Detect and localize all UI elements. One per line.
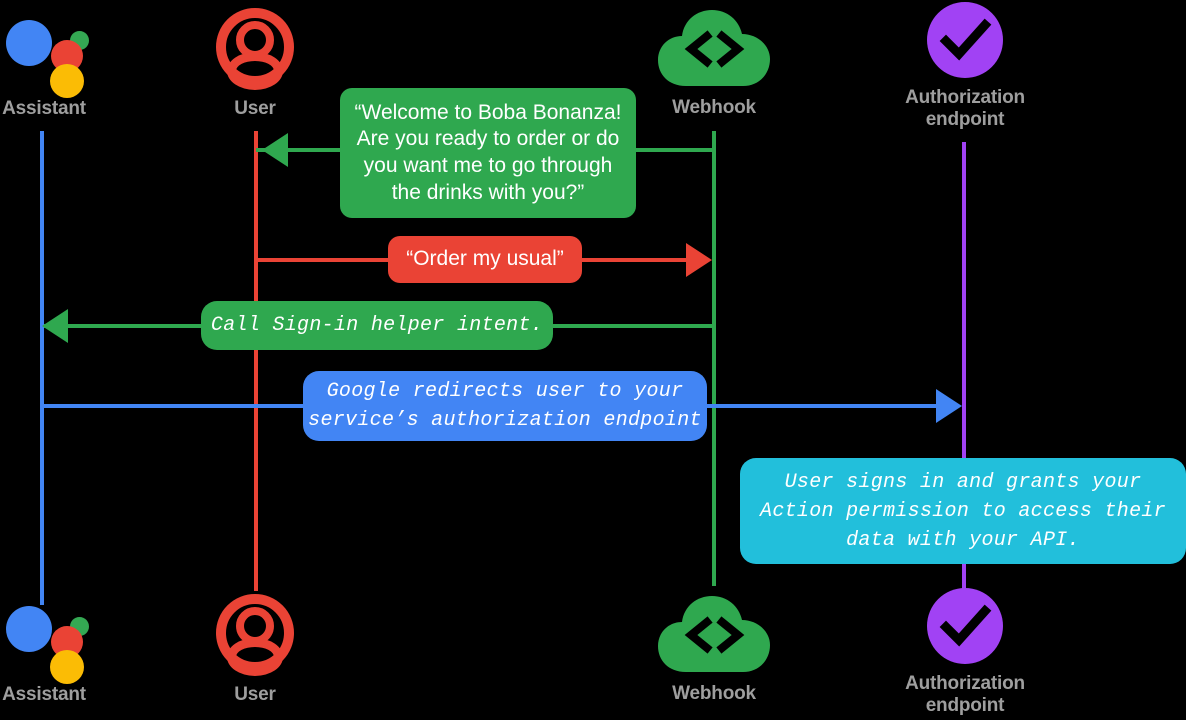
actor-label-user-bottom: User [234, 684, 276, 705]
message-welcome-line-1: “Welcome to Boba Bonanza! [354, 100, 622, 124]
actor-label-webhook-bottom: Webhook [672, 683, 756, 704]
user-body [227, 52, 283, 90]
message-grant-line-1: User signs in and grants your [784, 470, 1142, 494]
message-order-text: “Order my usual” [406, 247, 564, 271]
message-grant-line-3: data with your API. [846, 528, 1080, 552]
google-assistant-icon-bottom [6, 598, 94, 684]
lifeline-auth [962, 142, 966, 592]
actor-label-auth-bottom: Authorization endpoint [905, 673, 1025, 716]
assistant-yellow-dot-icon [50, 64, 84, 98]
message-signin-text: Call Sign-in helper intent. [210, 314, 544, 337]
assistant-blue-dot-icon [6, 20, 52, 66]
actor-label-auth-top: Authorization endpoint [905, 87, 1025, 130]
message-bubble-signin: Call Sign-in helper intent. [201, 301, 553, 350]
arrowhead-signin [42, 309, 68, 343]
message-bubble-order: “Order my usual” [388, 236, 582, 283]
purple-check-circle-icon [927, 2, 1003, 78]
arrowhead-welcome [262, 133, 288, 167]
assistant-blue-dot-icon-bottom [6, 606, 52, 652]
actor-label-webhook-top: Webhook [672, 97, 756, 118]
actor-label-assistant-bottom: Assistant [2, 684, 86, 705]
assistant-yellow-dot-icon-bottom [50, 650, 84, 684]
google-assistant-icon [6, 12, 94, 98]
message-welcome-line-4: the drinks with you?” [391, 180, 585, 204]
user-body-bottom [227, 638, 283, 676]
message-bubble-redirect: Google redirects user to your service’s … [303, 371, 707, 441]
user-avatar-icon [216, 8, 294, 90]
message-bubble-welcome: “Welcome to Boba Bonanza! Are you ready … [340, 88, 636, 218]
message-redirect-line-2: service’s authorization endpoint [308, 409, 702, 432]
arrowhead-order [686, 243, 712, 277]
message-grant-line-2: Action permission to access their [760, 499, 1166, 523]
auth-circle [927, 2, 1003, 78]
user-avatar-icon-bottom [216, 594, 294, 676]
message-welcome-line-3: you want me to go through [363, 154, 613, 177]
message-welcome-line-2: Are you ready to order or do [356, 127, 620, 151]
purple-check-circle-icon-bottom [927, 588, 1003, 664]
lifeline-user [254, 131, 258, 591]
actor-label-user-top: User [234, 98, 276, 119]
cloud-code-icon [656, 8, 772, 90]
actor-label-assistant-top: Assistant [2, 98, 86, 119]
auth-circle-bottom [927, 588, 1003, 664]
lifeline-assistant [40, 131, 44, 605]
lifeline-webhook [712, 131, 716, 586]
message-bubble-grant-permission: User signs in and grants your Action per… [740, 458, 1186, 564]
cloud-code-icon-bottom [656, 594, 772, 676]
message-redirect-line-1: Google redirects user to your [326, 380, 684, 403]
arrowhead-redirect [936, 389, 962, 423]
